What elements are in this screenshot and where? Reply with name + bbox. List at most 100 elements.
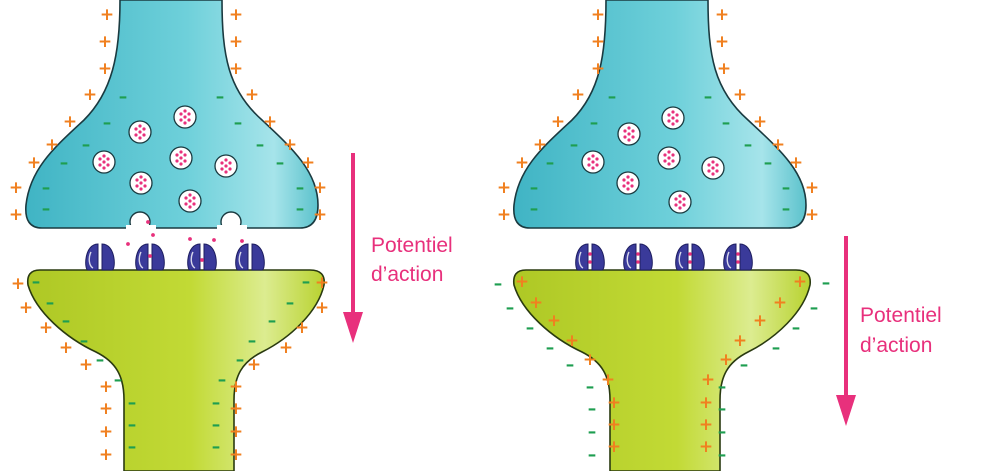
positive-charge: + (719, 350, 733, 370)
negative-charge: – (740, 355, 749, 375)
negative-charge: – (276, 153, 285, 173)
negative-charge: – (530, 199, 539, 219)
postsynaptic-dendrite (26, 269, 326, 471)
positive-charge: + (229, 377, 243, 397)
positive-charge: + (295, 318, 309, 338)
positive-charge: + (99, 399, 113, 419)
positive-charge: + (99, 422, 113, 442)
negative-charge: – (506, 298, 515, 318)
synaptic-vesicle (581, 150, 605, 174)
negative-charge: – (494, 274, 503, 294)
negative-charge: – (718, 422, 727, 442)
negative-charge: – (256, 135, 265, 155)
positive-charge: + (529, 293, 543, 313)
positive-charge: + (717, 59, 731, 79)
action-potential-label-line1: Potentiel (860, 304, 942, 327)
synaptic-vesicle (701, 156, 725, 180)
synaptic-vesicle (214, 154, 238, 178)
negative-charge: – (103, 113, 112, 133)
positive-charge: + (98, 32, 112, 52)
receptor (135, 243, 165, 271)
synaptic-vesicle (661, 106, 685, 130)
positive-charge: + (551, 112, 565, 132)
positive-charge: + (701, 370, 715, 390)
positive-charge: + (715, 5, 729, 25)
positive-charge: + (753, 311, 767, 331)
positive-charge: + (229, 32, 243, 52)
synaptic-vesicle (668, 190, 692, 214)
negative-charge: – (608, 87, 617, 107)
negative-charge: – (82, 135, 91, 155)
synaptic-vesicle (129, 171, 153, 195)
negative-charge: – (718, 377, 727, 397)
positive-charge: + (313, 178, 327, 198)
positive-charge: + (99, 377, 113, 397)
membrane-charges: ++++++++++++++++++––––––––––––++++++++++… (9, 5, 329, 465)
positive-charge: + (63, 112, 77, 132)
negative-charge: – (744, 135, 753, 155)
action-potential-arrow (343, 153, 363, 343)
positive-charge: + (533, 135, 547, 155)
positive-charge: + (59, 338, 73, 358)
negative-charge: – (566, 355, 575, 375)
receptor (85, 243, 115, 271)
negative-charge: – (216, 87, 225, 107)
positive-charge: + (313, 205, 327, 225)
panel-right: ++++++++++++++++++––––––––––––––––––––––… (494, 0, 942, 471)
positive-charge: + (497, 178, 511, 198)
receptor (675, 243, 705, 271)
positive-charge: + (571, 85, 585, 105)
negative-charge: – (60, 153, 69, 173)
synaptic-vesicle (92, 150, 116, 174)
positive-charge: + (607, 393, 621, 413)
vesicles (581, 106, 725, 214)
negative-charge: – (212, 437, 221, 457)
action-potential-label-line2: d’action (371, 263, 443, 286)
negative-charge: – (782, 199, 791, 219)
neurotransmitter-molecule (240, 239, 244, 243)
neurotransmitter-molecule (188, 237, 192, 241)
positive-charge: + (591, 32, 605, 52)
positive-charge: + (771, 135, 785, 155)
positive-charge: + (99, 445, 113, 465)
negative-charge: – (588, 445, 597, 465)
positive-charge: + (733, 85, 747, 105)
receptors (575, 243, 753, 271)
positive-charge: + (301, 153, 315, 173)
negative-charge: – (704, 87, 713, 107)
negative-charge: – (588, 422, 597, 442)
neurotransmitter-molecule (212, 238, 216, 242)
positive-charge: + (601, 370, 615, 390)
negative-charge: – (128, 415, 137, 435)
negative-charge: – (212, 415, 221, 435)
negative-charge: – (782, 178, 791, 198)
negative-charge: – (268, 311, 277, 331)
negative-charge: – (570, 135, 579, 155)
vesicles (92, 105, 238, 213)
positive-charge: + (591, 59, 605, 79)
negative-charge: – (218, 370, 227, 390)
positive-charge: + (789, 153, 803, 173)
negative-charge: – (772, 338, 781, 358)
receptor (575, 243, 605, 271)
receptor (235, 243, 265, 271)
positive-charge: + (699, 393, 713, 413)
positive-charge: + (565, 331, 579, 351)
negative-charge: – (128, 437, 137, 457)
negative-charge: – (212, 393, 221, 413)
positive-charge: + (315, 298, 329, 318)
negative-charge: – (286, 293, 295, 313)
positive-charge: + (753, 112, 767, 132)
positive-charge: + (247, 355, 261, 375)
negative-charge: – (302, 272, 311, 292)
receptors (85, 243, 265, 271)
positive-charge: + (733, 331, 747, 351)
positive-charge: + (79, 355, 93, 375)
negative-charge: – (114, 370, 123, 390)
synaptic-vesicle (128, 120, 152, 144)
positive-charge: + (263, 112, 277, 132)
positive-charge: + (699, 415, 713, 435)
neurotransmitter-molecule (126, 242, 130, 246)
synaptic-vesicle (616, 171, 640, 195)
negative-charge: – (96, 350, 105, 370)
